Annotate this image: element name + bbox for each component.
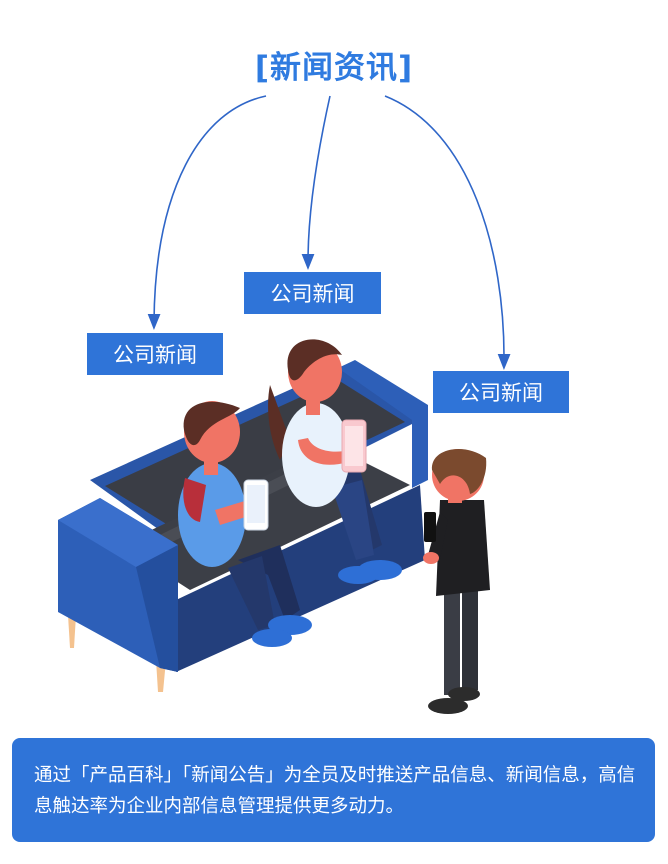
girl-figure [268, 339, 402, 584]
description-panel: 通过「产品百科」「新闻公告」为全员及时推送产品信息、新闻信息，高信息触达率为企业… [12, 738, 655, 842]
connector-arrows [147, 95, 511, 370]
label-company-news-right: 公司新闻 [433, 371, 569, 413]
standing-man-figure [423, 448, 490, 714]
boy-figure [178, 401, 312, 647]
label-company-news-left: 公司新闻 [87, 333, 223, 375]
description-text: 通过「产品百科」「新闻公告」为全员及时推送产品信息、新闻信息，高信息触达率为企业… [34, 765, 636, 817]
arrow-right [384, 95, 511, 370]
arrow-center [301, 95, 331, 270]
page-title: [新闻资讯] [254, 50, 414, 86]
label-company-news-center: 公司新闻 [244, 272, 381, 314]
arrow-left [147, 95, 267, 330]
